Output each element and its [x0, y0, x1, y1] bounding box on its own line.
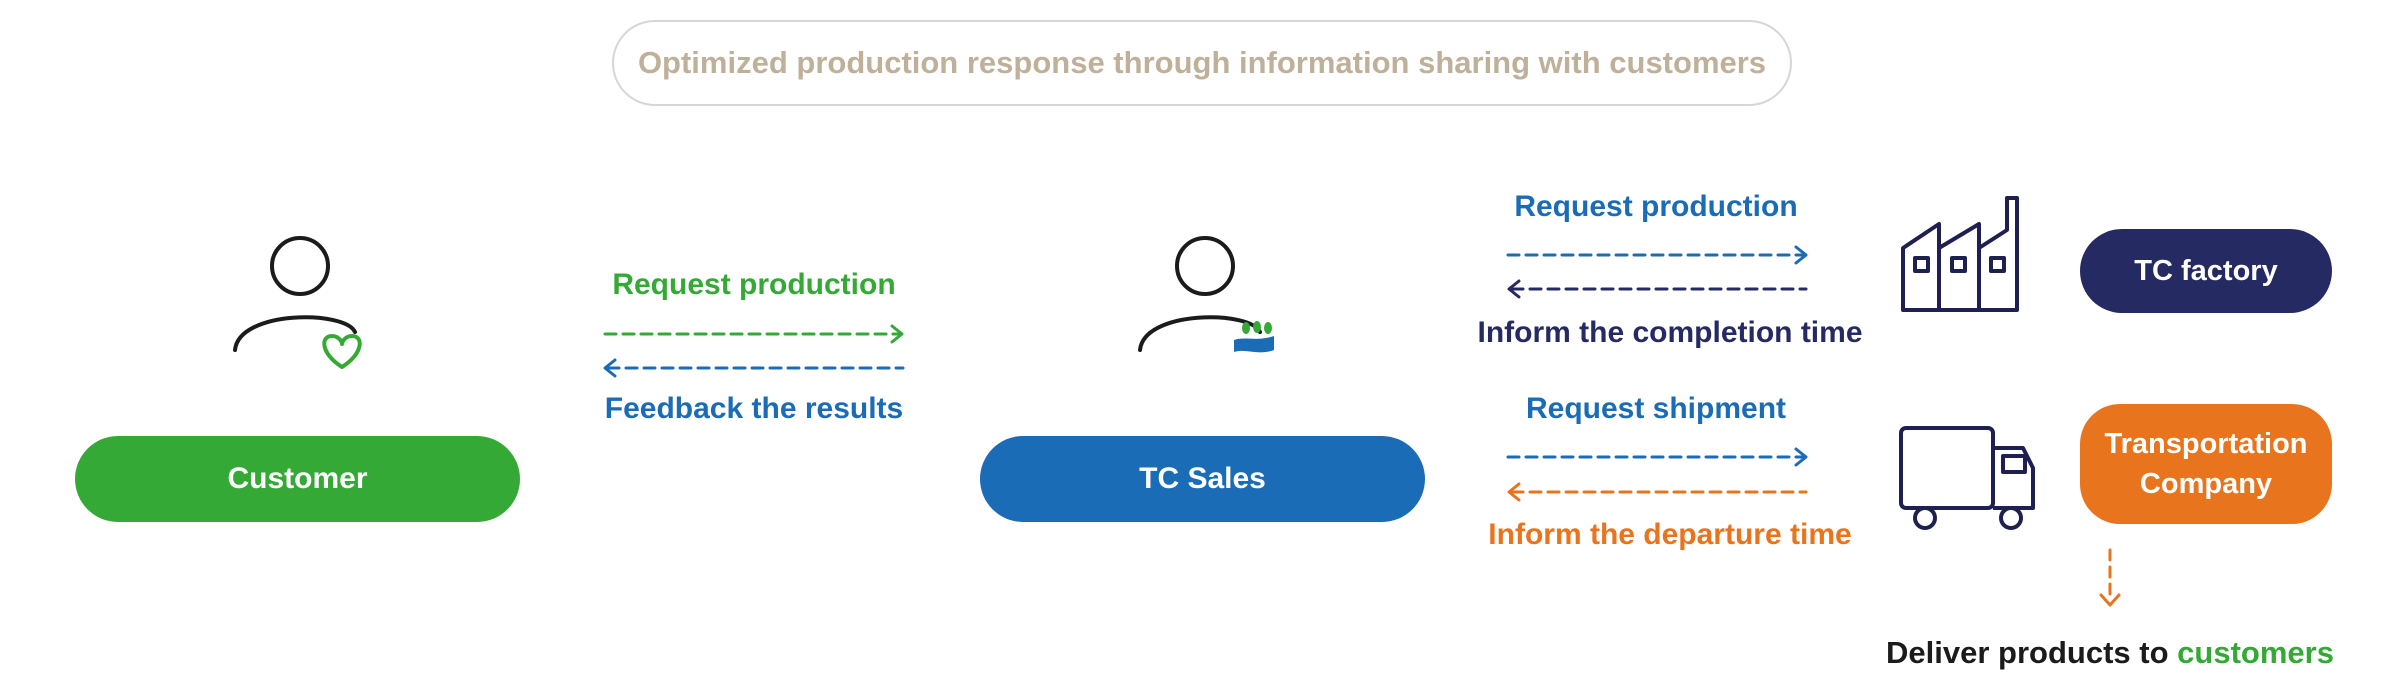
- label-completion-time: Inform the completion time: [1477, 316, 1863, 349]
- label-factory-request-production: Request production: [1514, 190, 1798, 223]
- arrow-sales-to-factory: [1506, 245, 1808, 265]
- arrow-customer-to-sales: [603, 324, 904, 344]
- label-departure-time: Inform the departure time: [1488, 518, 1852, 551]
- label-feedback-results: Feedback the results: [604, 392, 904, 425]
- diagram-title: Optimized production response through in…: [612, 20, 1792, 106]
- sales-person-logo-icon: [1138, 236, 1274, 353]
- factory-node: TC factory: [2080, 229, 2332, 313]
- delivery-prefix: Deliver products to: [1886, 635, 2169, 670]
- transport-label-line2: Company: [2139, 468, 2273, 500]
- factory-label: TC factory: [2134, 254, 2278, 287]
- customer-label: Customer: [227, 462, 368, 495]
- customer-person-heart-icon: [233, 236, 362, 369]
- arrow-factory-to-sales: [1507, 279, 1808, 299]
- truck-icon: [1899, 426, 2035, 530]
- label-customer-request-production: Request production: [612, 268, 896, 301]
- delivery-highlight: customers: [2177, 635, 2334, 670]
- sales-node: TC Sales: [980, 436, 1425, 522]
- transport-label-line1: Transportation: [2104, 428, 2308, 460]
- arrow-transport-to-sales: [1507, 482, 1808, 502]
- sales-label: TC Sales: [1139, 462, 1266, 495]
- arrow-sales-to-customer: [603, 358, 905, 378]
- arrow-sales-to-transport: [1506, 447, 1808, 467]
- delivery-note: Deliver products to customers: [1850, 635, 2370, 671]
- customer-node: Customer: [75, 436, 520, 522]
- factory-icon: [1901, 196, 2019, 312]
- transport-node: Transportation Company: [2080, 404, 2332, 524]
- label-request-shipment: Request shipment: [1525, 392, 1787, 425]
- arrow-transport-to-delivery: [2099, 548, 2121, 607]
